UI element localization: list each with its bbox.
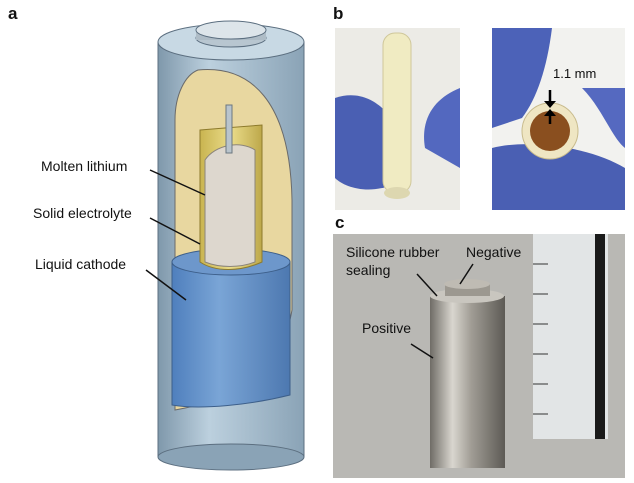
panel-c-label: c [335, 213, 345, 232]
photo-electrolyte-tube-end [492, 28, 625, 210]
annotation-liquid-cathode: Liquid cathode [35, 256, 127, 272]
annotation-solid-electrolyte: Solid electrolyte [33, 205, 132, 221]
annotation-silicone-rubber: Silicone rubber [346, 244, 440, 260]
panel-a-label: a [8, 4, 18, 23]
annotation-positive: Positive [362, 320, 412, 336]
annotation-molten-lithium: Molten lithium [41, 158, 128, 174]
photo-assembled-battery [333, 234, 625, 478]
annotation-sealing: sealing [346, 262, 391, 278]
annotation-negative: Negative [466, 244, 522, 260]
thickness-label: 1.1 mm [553, 66, 597, 81]
panel-b-label: b [333, 4, 344, 23]
molten-lithium [204, 104, 256, 267]
liquid-cathode [171, 248, 291, 408]
photo-electrolyte-tube-side [335, 28, 460, 210]
